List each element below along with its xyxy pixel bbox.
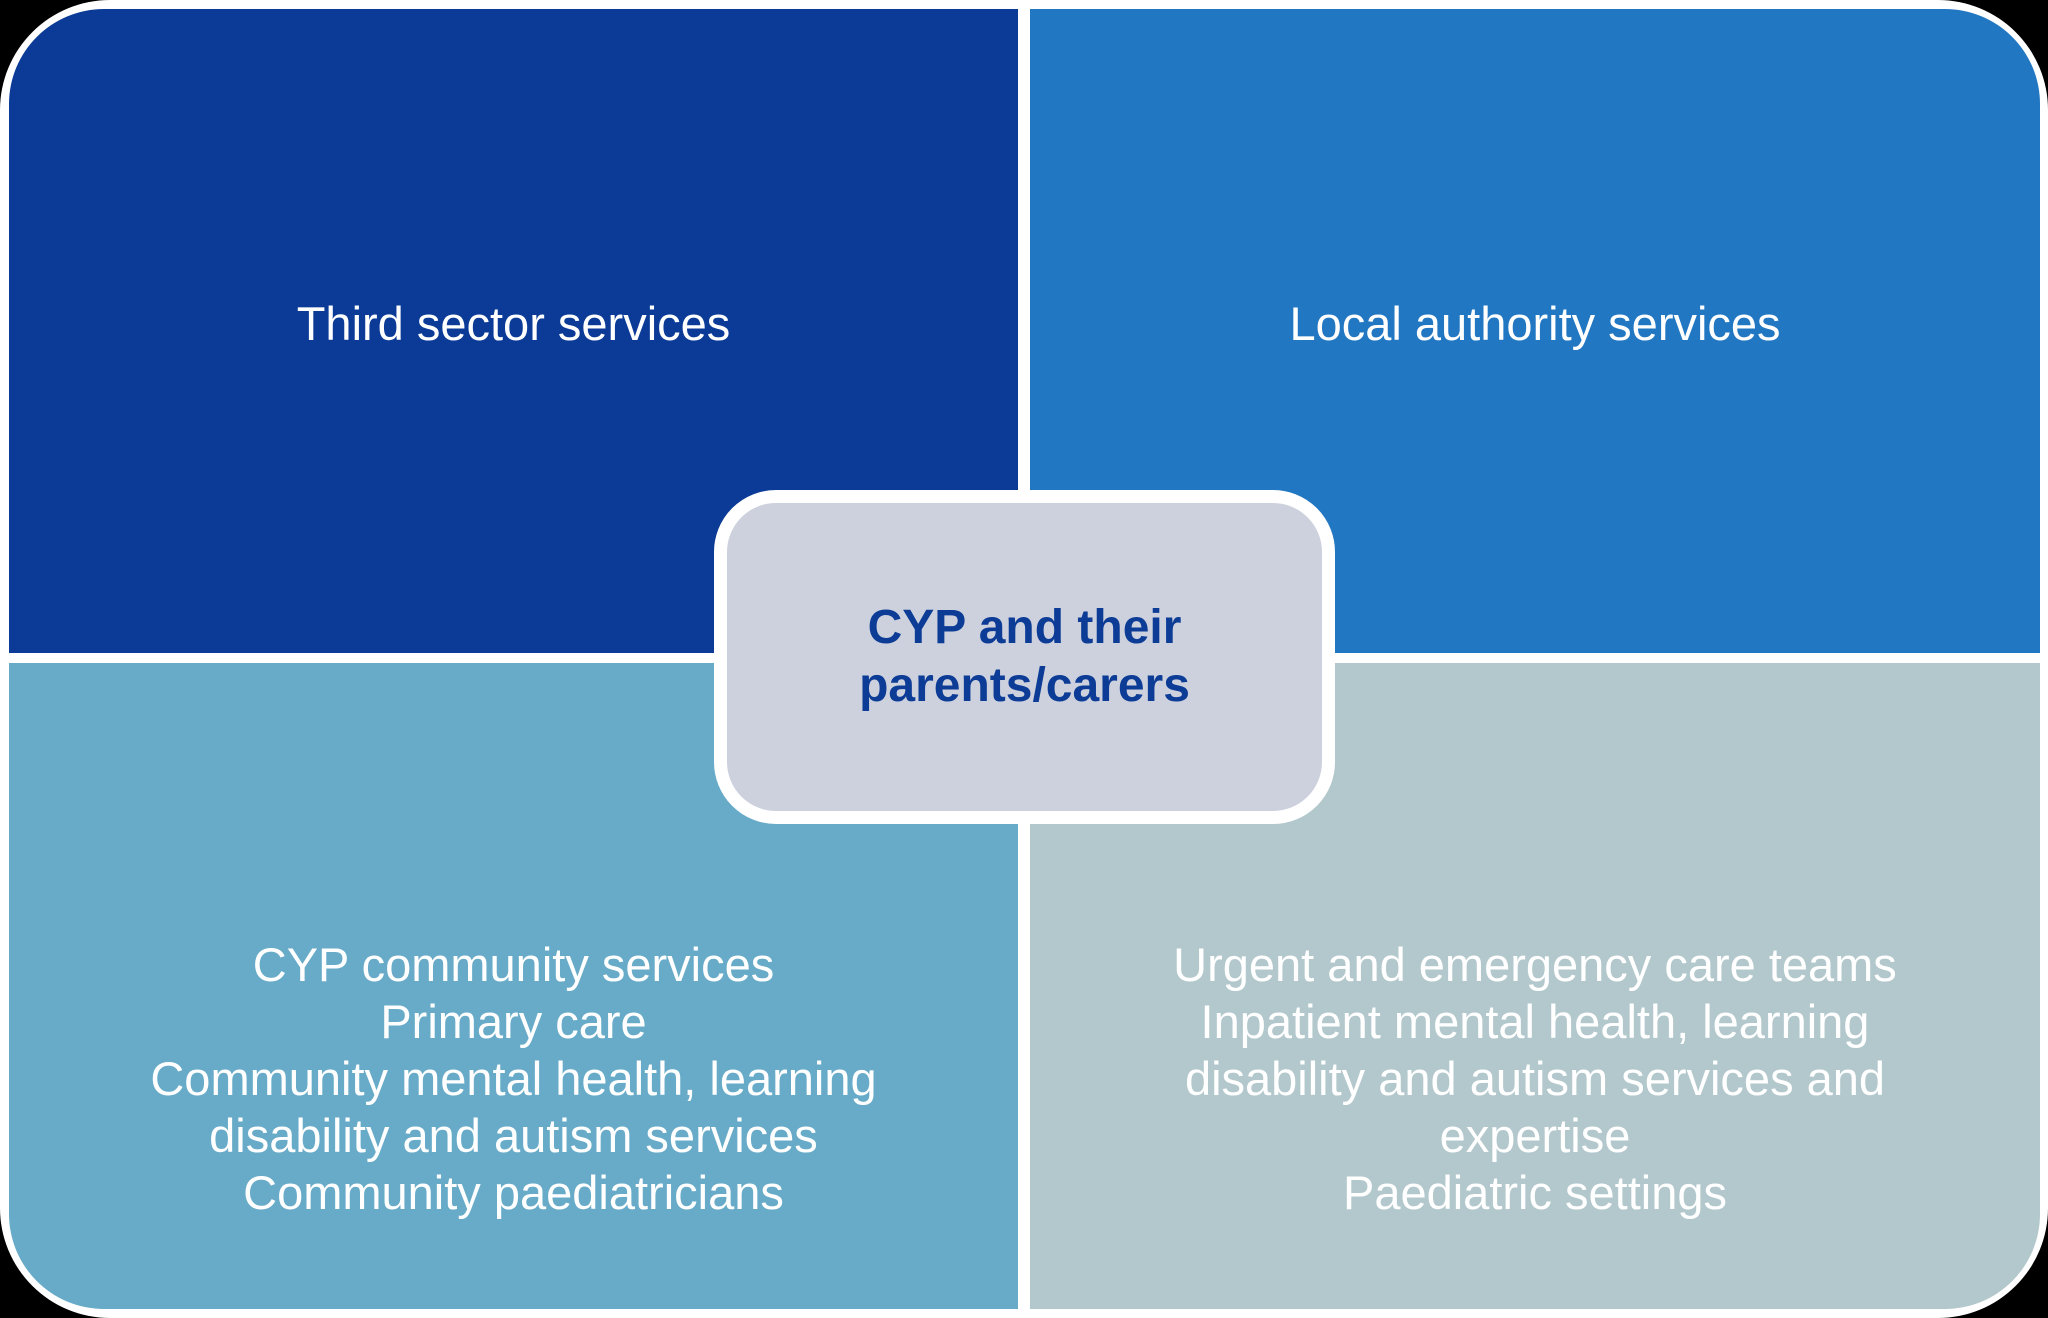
service-line: disability and autism services and [1184,1051,1886,1105]
service-line: Inpatient mental health, learning [1200,994,1870,1048]
service-line: Paediatric settings [1342,1165,1728,1219]
service-line: disability and autism services [209,1108,818,1162]
center-box-label-line: parents/carers [859,659,1190,712]
service-line: Community paediatricians [243,1165,784,1219]
service-line: expertise [1439,1108,1631,1162]
service-line: CYP community services [252,937,775,991]
quadrant-cyp-community-services: CYP community services Primary care Comm… [9,663,1018,1309]
center-box-label-line: CYP and their [867,601,1182,654]
quadrant-label: Local authority services [1289,296,1781,350]
service-line: Primary care [380,994,647,1048]
center-cyp-parents-carers-box: CYP and their parents/carers [714,490,1335,824]
service-line: Urgent and emergency care teams [1173,937,1897,991]
service-line: Community mental health, learning [150,1051,877,1105]
quadrant-label: Third sector services [296,296,731,350]
